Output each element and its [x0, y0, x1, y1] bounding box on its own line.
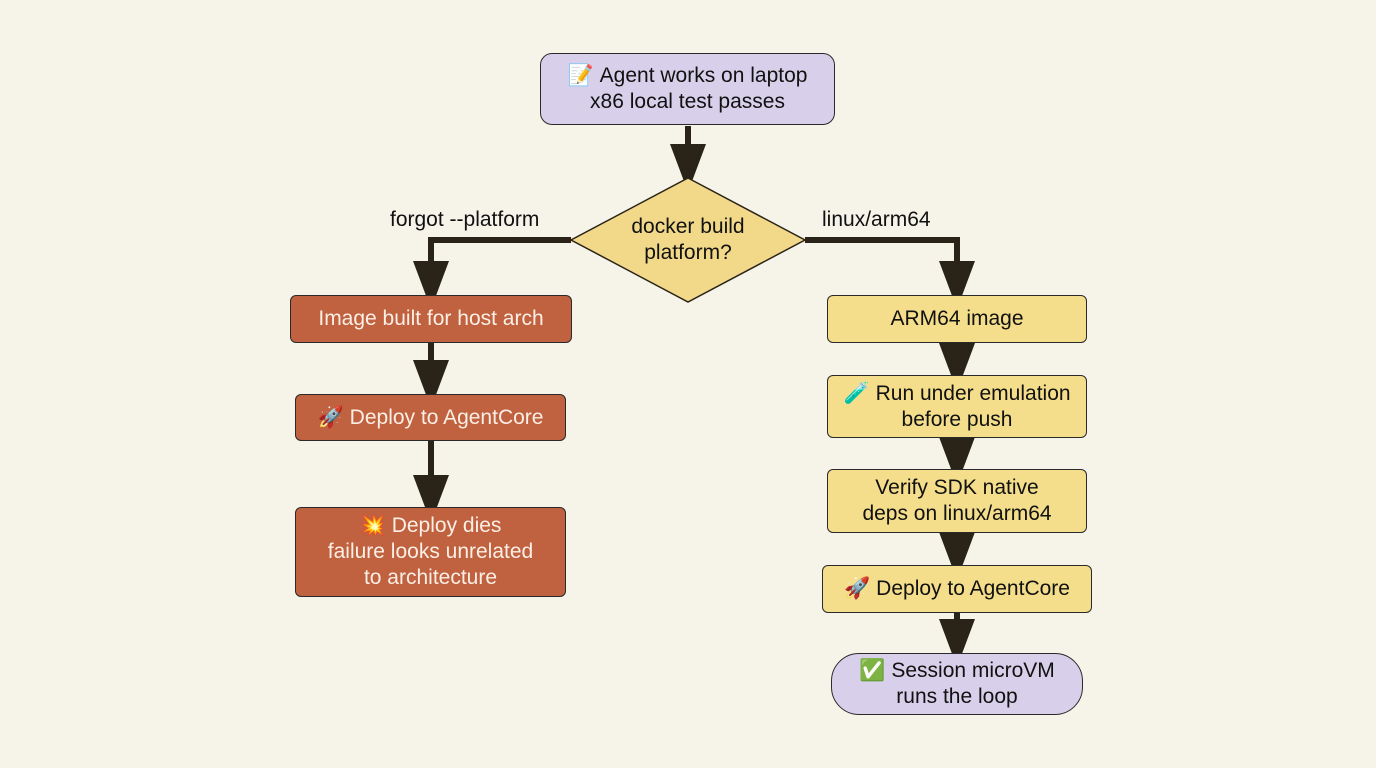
decision-diamond: [569, 177, 807, 303]
right-deploy-node: 🚀Deploy to AgentCore: [822, 565, 1092, 613]
start-node-line-1: 📝Agent works on laptop: [567, 64, 808, 87]
host-arch-image-label: Image built for host arch: [318, 307, 544, 330]
session-microvm-node: ✅Session microVM runs the loop: [831, 653, 1083, 715]
collision-icon: 💥: [359, 514, 386, 537]
decision-label: docker build platform?: [573, 178, 803, 302]
start-node: 📝Agent works on laptop x86 local test pa…: [540, 53, 835, 125]
arm64-image-node: ARM64 image: [827, 295, 1087, 343]
test-tube-icon: 🧪: [843, 381, 870, 405]
left-deploy-node: 🚀Deploy to AgentCore: [295, 394, 566, 441]
deploy-failure-node: 💥Deploy dies failure looks unrelated to …: [295, 507, 566, 597]
check-mark-icon: ✅: [859, 659, 886, 682]
failure-line-2: failure looks unrelated: [327, 540, 534, 563]
decision-line-2: platform?: [644, 241, 732, 264]
rocket-icon: 🚀: [844, 577, 871, 600]
failure-line-3: to architecture: [363, 566, 498, 589]
start-node-line-2: x86 local test passes: [590, 90, 785, 113]
emulation-line-2: before push: [901, 407, 1013, 431]
edge-label-forgot-platform: forgot --platform: [390, 208, 540, 231]
emulation-line-1: 🧪Run under emulation: [843, 381, 1071, 405]
emulation-node: 🧪Run under emulation before push: [827, 375, 1087, 438]
left-deploy-line: 🚀Deploy to AgentCore: [317, 405, 544, 429]
memo-icon: 📝: [567, 64, 594, 87]
success-line-1: ✅Session microVM: [859, 659, 1055, 682]
verify-deps-node: Verify SDK native deps on linux/arm64: [827, 469, 1087, 533]
arrow-decision-to-host-image: [413, 237, 571, 309]
success-line-2: runs the loop: [896, 685, 1018, 708]
verify-line-2: deps on linux/arm64: [862, 502, 1052, 525]
decision-line-1: docker build: [631, 215, 745, 238]
edge-label-linux-arm64: linux/arm64: [822, 208, 931, 231]
arrow-decision-to-arm-image: [805, 237, 975, 309]
failure-line-1: 💥Deploy dies: [359, 514, 502, 537]
verify-line-1: Verify SDK native: [875, 476, 1039, 499]
right-deploy-line: 🚀Deploy to AgentCore: [844, 577, 1070, 600]
host-arch-image-node: Image built for host arch: [290, 295, 572, 343]
arm64-image-label: ARM64 image: [890, 307, 1024, 330]
rocket-icon: 🚀: [317, 405, 344, 429]
